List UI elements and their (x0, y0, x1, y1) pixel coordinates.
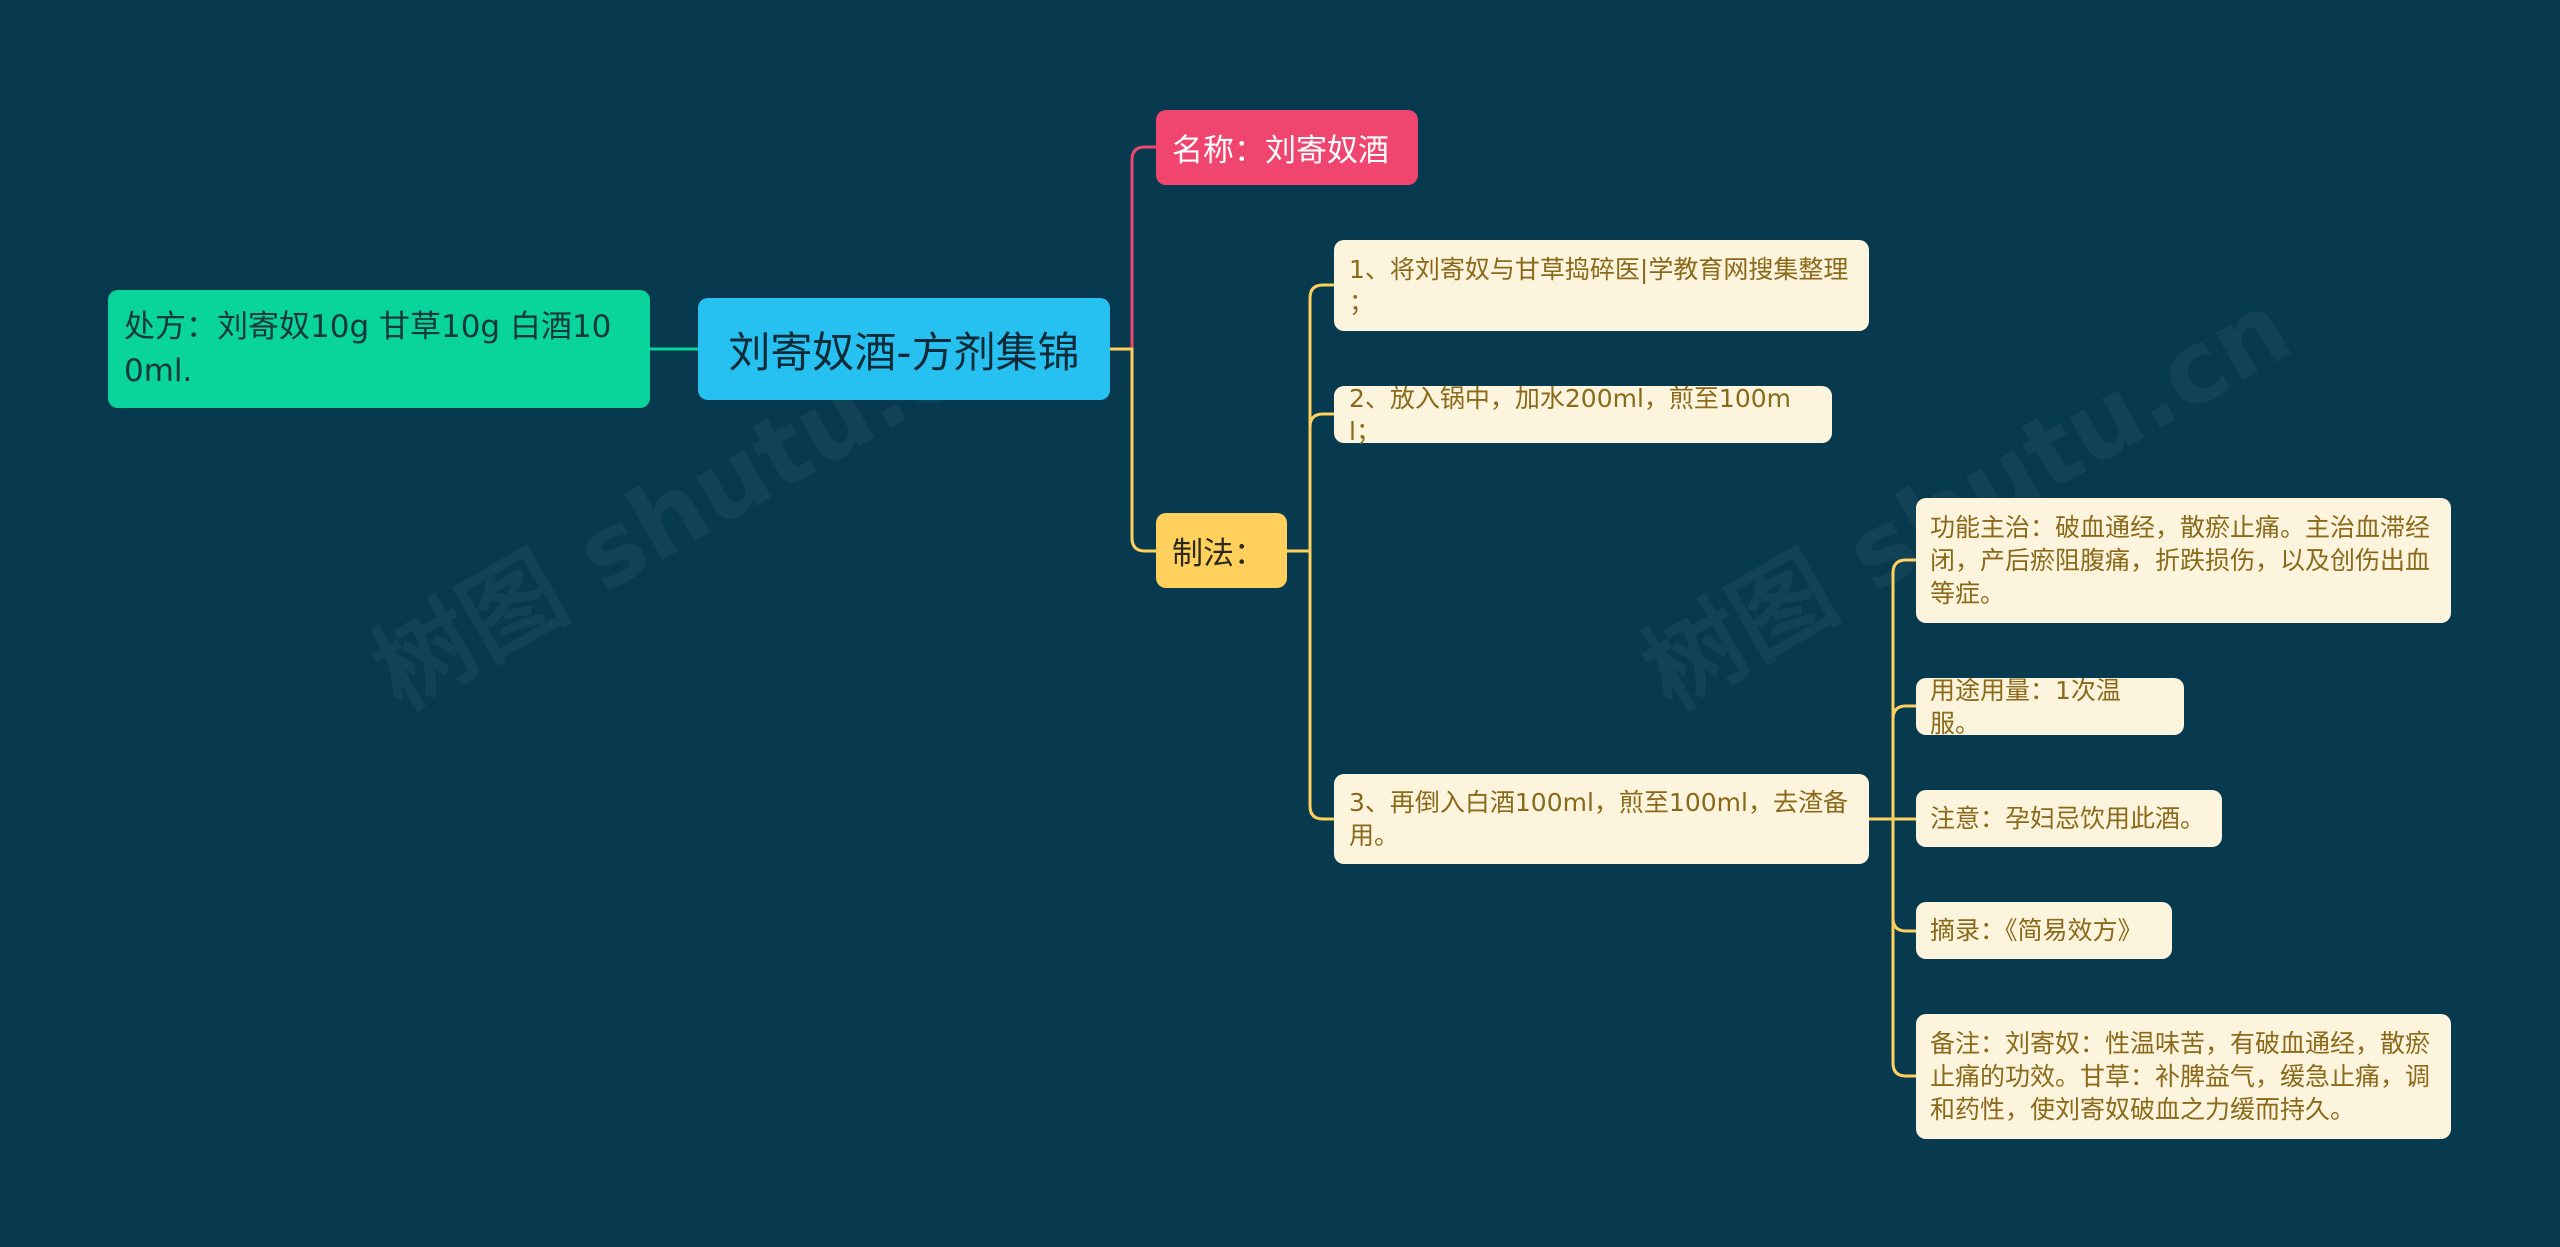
detail-node-caution[interactable]: 注意：孕妇忌饮用此酒。 (1916, 790, 2222, 847)
prescription-node[interactable]: 处方：刘寄奴10g 甘草10g 白酒10 0ml. (108, 290, 650, 408)
root-topic-node[interactable]: 刘寄奴酒-方剂集锦 (698, 298, 1110, 400)
link-method-step1 (1287, 283, 1334, 553)
link-step3-detail5 (1891, 819, 1916, 1078)
link-root-name (1110, 145, 1156, 351)
link-step3-detail4 (1891, 819, 1916, 933)
link-root-method (1110, 347, 1156, 553)
link-step3-detail2 (1891, 704, 1916, 819)
method-node[interactable]: 制法： (1156, 513, 1287, 588)
link-step3-detail1 (1869, 558, 1916, 821)
detail-node-usage[interactable]: 用途用量：1次温服。 (1916, 676, 2184, 738)
detail-node-source[interactable]: 摘录：《简易效方》 (1916, 902, 2172, 959)
step-node-2[interactable]: 2、放入锅中，加水200ml，煎至100ml； (1334, 384, 1832, 446)
link-method-step3 (1308, 551, 1334, 821)
step-node-1[interactable]: 1、将刘寄奴与甘草捣碎医|学教育网搜集整理 ； (1334, 240, 1869, 331)
step-node-3[interactable]: 3、再倒入白酒100ml，煎至100ml，去渣备 用。 (1334, 774, 1869, 864)
link-method-step2 (1308, 412, 1334, 551)
detail-node-remarks[interactable]: 备注：刘寄奴：性温味苦，有破血通经，散瘀 止痛的功效。甘草：补脾益气，缓急止痛，… (1916, 1014, 2451, 1139)
name-node[interactable]: 名称：刘寄奴酒 (1156, 110, 1418, 185)
detail-node-indications[interactable]: 功能主治：破血通经，散瘀止痛。主治血滞经 闭，产后瘀阻腹痛，折跌损伤，以及创伤出… (1916, 498, 2451, 623)
